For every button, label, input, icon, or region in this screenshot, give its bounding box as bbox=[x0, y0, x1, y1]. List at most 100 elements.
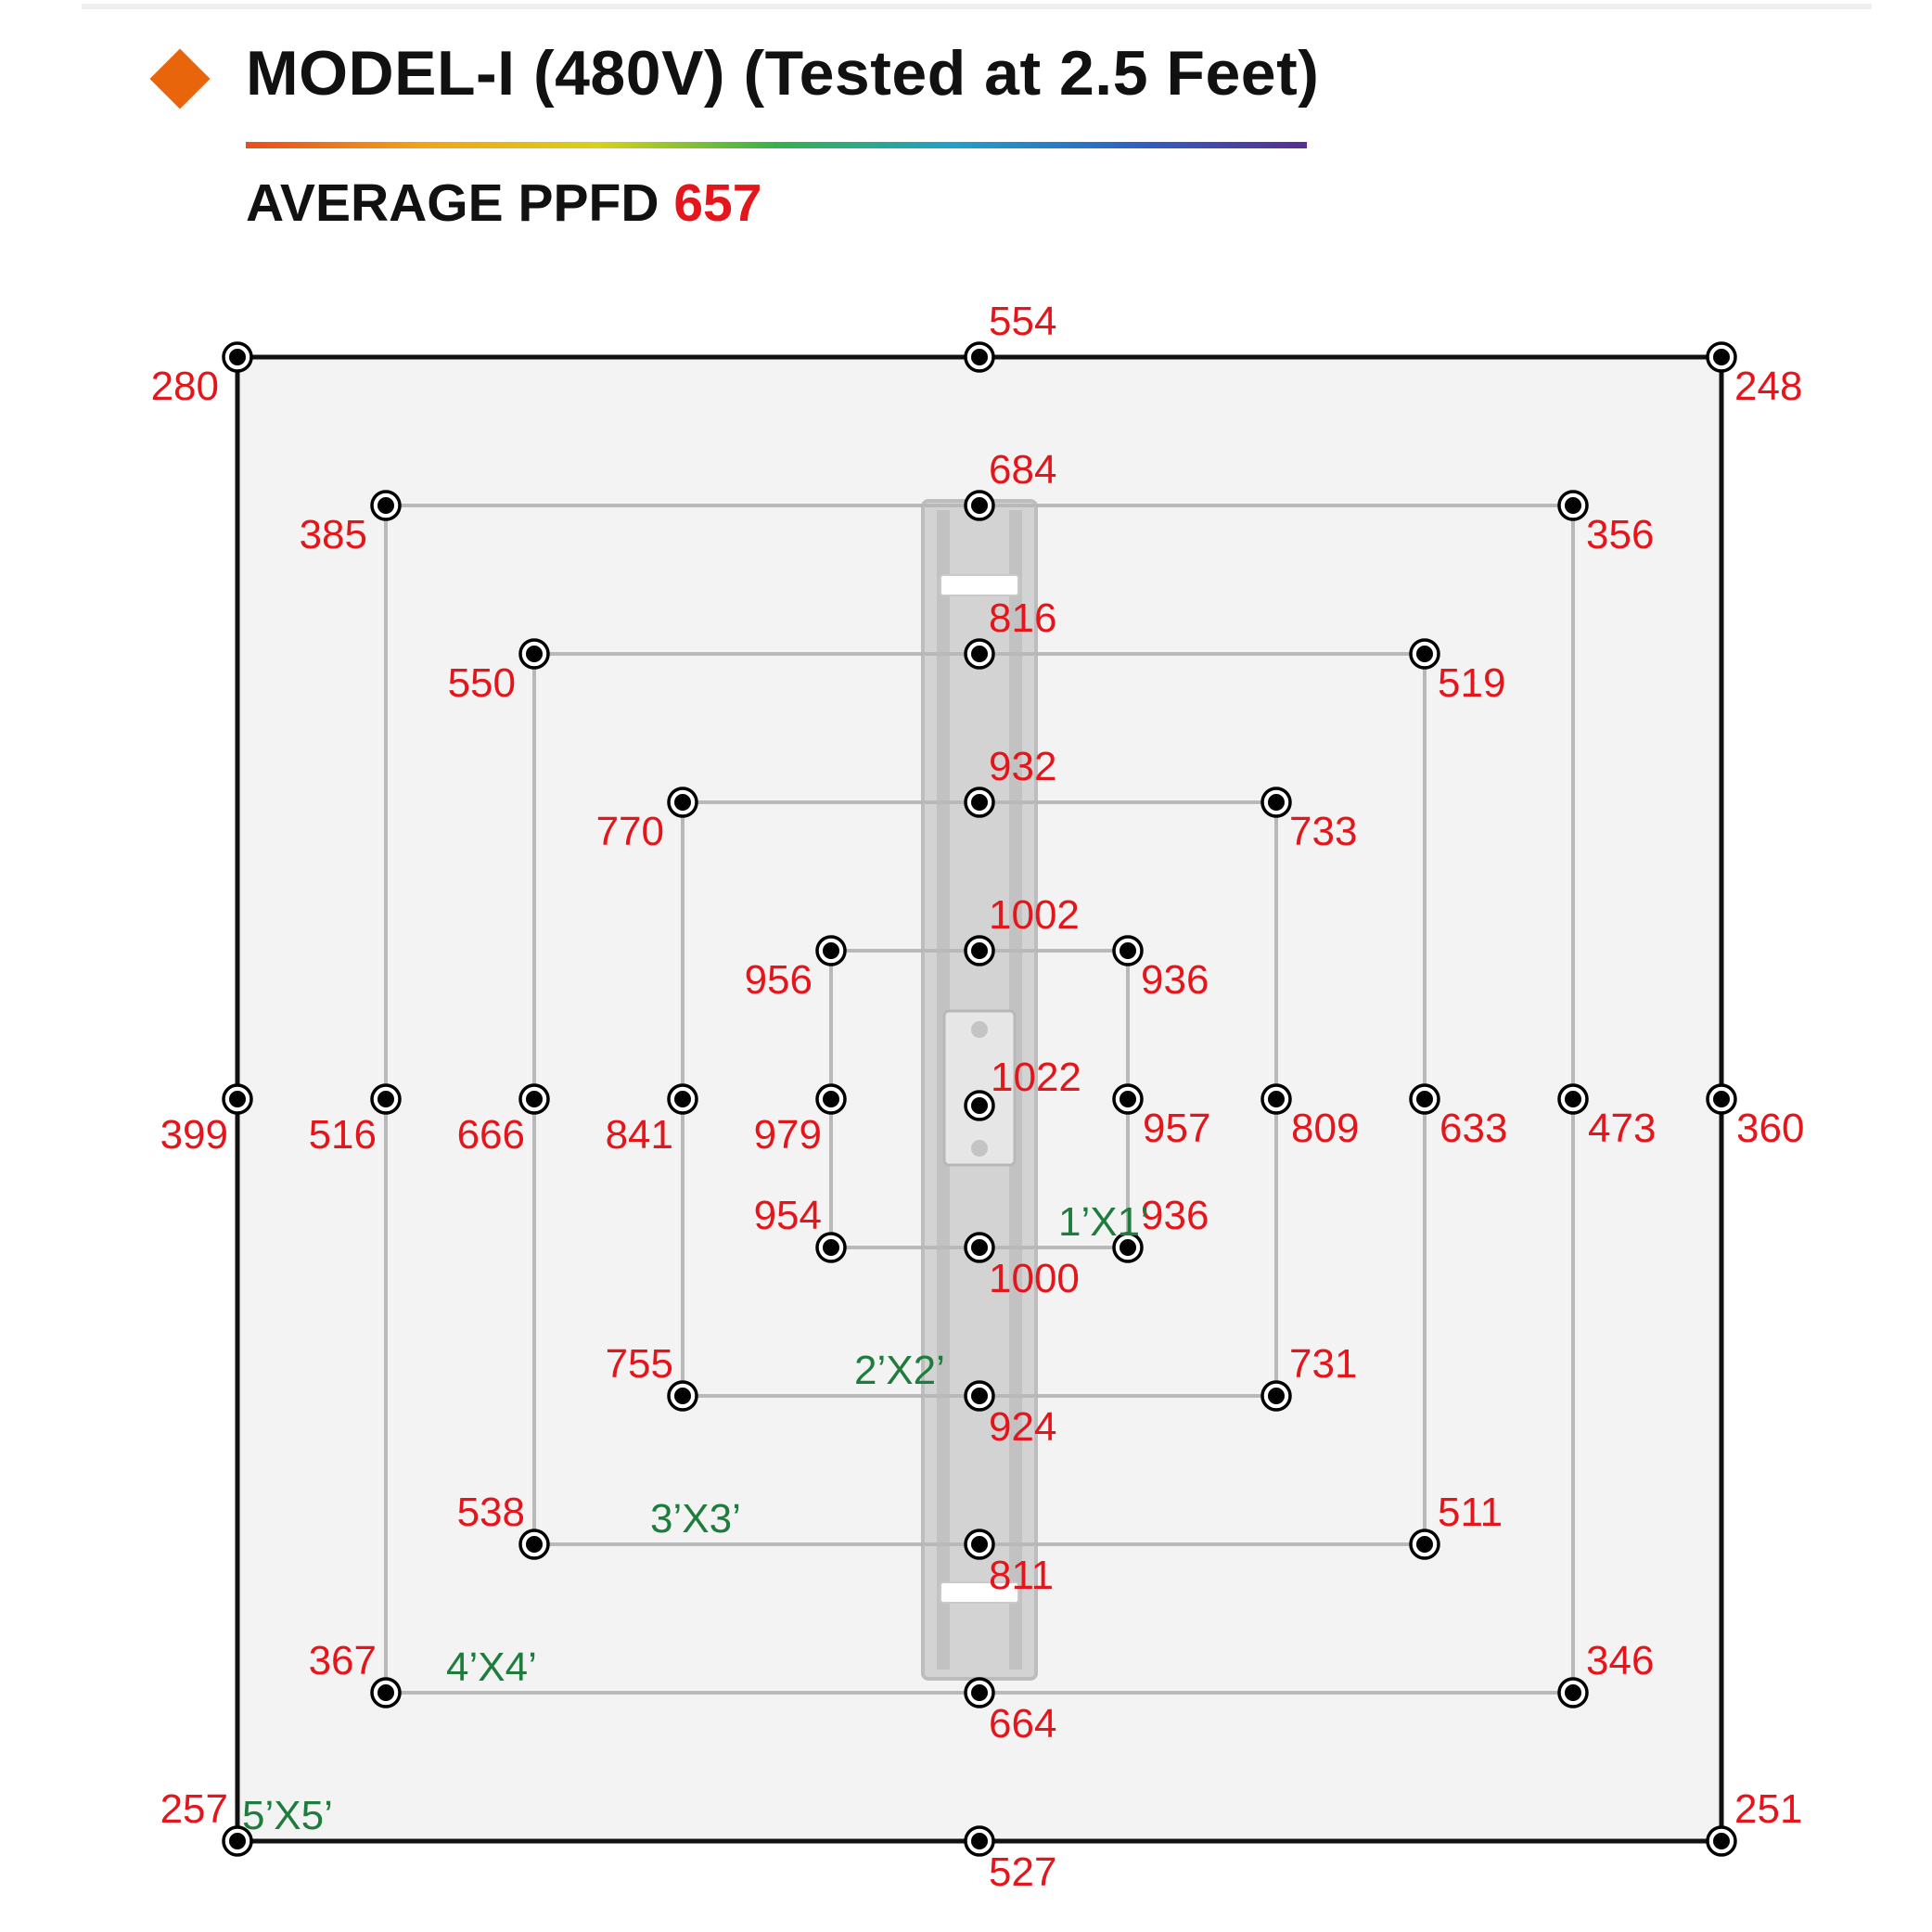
fixture-driver-knob-bottom bbox=[971, 1140, 988, 1157]
average-ppfd-label: AVERAGE PPFD bbox=[246, 173, 659, 233]
average-ppfd-value: 657 bbox=[673, 173, 762, 233]
measurement-point-dot-r3-7 bbox=[526, 1091, 543, 1107]
reading-r1-6: 954 bbox=[754, 1193, 822, 1238]
measurement-point-dot-r4-3 bbox=[1565, 1091, 1581, 1107]
measurement-point-dot-r2-7 bbox=[674, 1091, 691, 1107]
zone-label-2: 2’X2’ bbox=[854, 1348, 945, 1393]
fixture-driver-box bbox=[942, 1009, 1017, 1167]
zone-label-3: 3’X3’ bbox=[650, 1496, 741, 1542]
measurement-point-dot-r3-5 bbox=[971, 1536, 988, 1553]
reading-r1-2: 936 bbox=[1141, 957, 1209, 1003]
measurement-point-dot-r5-3 bbox=[1713, 1091, 1730, 1107]
measurement-point-dot-r3-6 bbox=[526, 1536, 543, 1553]
reading-r2-6: 755 bbox=[606, 1341, 673, 1387]
reading-r1-4: 936 bbox=[1141, 1193, 1209, 1238]
ring-1: 956 1002 936 957 936 1000 954 979 1’X1’ bbox=[745, 892, 1211, 1301]
reading-r5-4: 251 bbox=[1734, 1786, 1802, 1832]
reading-center: 1022 bbox=[991, 1055, 1081, 1100]
measurement-point-dot-r4-2 bbox=[1565, 497, 1581, 514]
reading-r2-1: 932 bbox=[989, 744, 1056, 789]
measurement-point-dot-r5-1 bbox=[971, 349, 988, 365]
measurement-point-dot-r3-4 bbox=[1416, 1536, 1433, 1553]
reading-r1-0: 956 bbox=[745, 957, 812, 1003]
measurement-point-dot-r2-2 bbox=[1268, 794, 1285, 811]
fixture-bracket-top bbox=[940, 574, 1019, 596]
reading-r3-5: 811 bbox=[989, 1553, 1054, 1598]
measurement-point-center-dot bbox=[971, 1097, 988, 1114]
reading-r4-6: 367 bbox=[309, 1638, 377, 1683]
reading-r4-2: 356 bbox=[1586, 512, 1654, 557]
reading-r3-7: 666 bbox=[457, 1112, 525, 1158]
top-divider bbox=[82, 4, 1872, 9]
center-point-group: 1022 bbox=[964, 1055, 1081, 1121]
measurement-point-dot-r4-6 bbox=[377, 1684, 394, 1701]
measurement-point-dot-r2-0 bbox=[674, 794, 691, 811]
reading-r2-4: 731 bbox=[1289, 1341, 1357, 1387]
reading-r4-5: 664 bbox=[989, 1701, 1056, 1746]
measurement-point-dot-r1-0 bbox=[823, 942, 839, 959]
measurement-point-dot-r2-1 bbox=[971, 794, 988, 811]
measurement-point-dot-r5-6 bbox=[229, 1833, 246, 1849]
page-title: MODEL-I (480V) (Tested at 2.5 Feet) bbox=[246, 38, 1320, 109]
measurement-point-dot-r5-0 bbox=[229, 349, 246, 365]
measurement-point-dot-r4-0 bbox=[377, 497, 394, 514]
reading-r1-7: 979 bbox=[754, 1112, 822, 1158]
reading-r5-7: 399 bbox=[160, 1112, 228, 1158]
reading-r3-4: 511 bbox=[1438, 1490, 1503, 1535]
reading-r4-4: 346 bbox=[1586, 1638, 1654, 1683]
zone-label-5: 5’X5’ bbox=[242, 1793, 333, 1838]
measurement-point-dot-r2-6 bbox=[674, 1388, 691, 1404]
measurement-point-dot-r5-4 bbox=[1713, 1833, 1730, 1849]
fixture-bracket-bottom bbox=[940, 1581, 1019, 1604]
reading-r3-0: 550 bbox=[448, 660, 516, 706]
reading-r5-1: 554 bbox=[989, 299, 1056, 344]
reading-r3-2: 519 bbox=[1438, 660, 1505, 706]
measurement-point-dot-r4-1 bbox=[971, 497, 988, 514]
reading-r3-1: 816 bbox=[989, 595, 1056, 641]
average-ppfd-line: AVERAGE PPFD 657 bbox=[246, 173, 761, 234]
measurement-point-dot-r5-2 bbox=[1713, 349, 1730, 365]
measurement-point-dot-r4-4 bbox=[1565, 1684, 1581, 1701]
measurement-point-dot-r3-2 bbox=[1416, 646, 1433, 662]
reading-r5-5: 527 bbox=[989, 1849, 1056, 1895]
reading-r4-3: 473 bbox=[1588, 1106, 1656, 1151]
reading-r1-1: 1002 bbox=[989, 892, 1080, 938]
measurement-point-dot-r1-2 bbox=[1120, 942, 1136, 959]
measurement-point-dot-r2-3 bbox=[1268, 1091, 1285, 1107]
measurement-point-dot-r2-5 bbox=[971, 1388, 988, 1404]
reading-r5-0: 280 bbox=[151, 364, 219, 409]
measurement-point-dot-r5-5 bbox=[971, 1833, 988, 1849]
measurement-point-dot-r5-7 bbox=[229, 1091, 246, 1107]
fixture-driver-knob-top bbox=[971, 1021, 988, 1038]
measurement-point-dot-r1-1 bbox=[971, 942, 988, 959]
reading-r3-6: 538 bbox=[457, 1490, 525, 1535]
reading-r4-1: 684 bbox=[989, 447, 1056, 493]
ring-5: 280 554 248 360 251 527 257 399 5’X5’ bbox=[151, 299, 1805, 1895]
reading-r2-3: 809 bbox=[1291, 1106, 1359, 1151]
measurement-point-dot-r1-4 bbox=[1120, 1239, 1136, 1256]
reading-r5-6: 257 bbox=[160, 1786, 228, 1832]
reading-r2-2: 733 bbox=[1289, 809, 1357, 854]
zone-label-1: 1’X1’ bbox=[1058, 1199, 1149, 1245]
measurement-point-dot-r1-5 bbox=[971, 1239, 988, 1256]
reading-r2-7: 841 bbox=[606, 1112, 673, 1158]
measurement-point-dot-r4-7 bbox=[377, 1091, 394, 1107]
ring-3: 550 816 519 633 511 811 538 666 3’X3’ bbox=[448, 595, 1508, 1598]
measurement-point-dot-r3-3 bbox=[1416, 1091, 1433, 1107]
reading-r5-3: 360 bbox=[1736, 1106, 1804, 1151]
measurement-point-dot-r1-7 bbox=[823, 1091, 839, 1107]
measurement-point-dot-r3-0 bbox=[526, 646, 543, 662]
reading-r1-3: 957 bbox=[1143, 1106, 1210, 1151]
reading-r3-3: 633 bbox=[1439, 1106, 1507, 1151]
reading-r2-5: 924 bbox=[989, 1404, 1056, 1450]
reading-r5-2: 248 bbox=[1734, 364, 1802, 409]
reading-r1-5: 1000 bbox=[989, 1256, 1080, 1301]
rainbow-underline bbox=[246, 142, 1307, 148]
zone-label-4: 4’X4’ bbox=[446, 1644, 537, 1690]
measurement-point-dot-r1-3 bbox=[1120, 1091, 1136, 1107]
measurement-point-dot-r1-6 bbox=[823, 1239, 839, 1256]
